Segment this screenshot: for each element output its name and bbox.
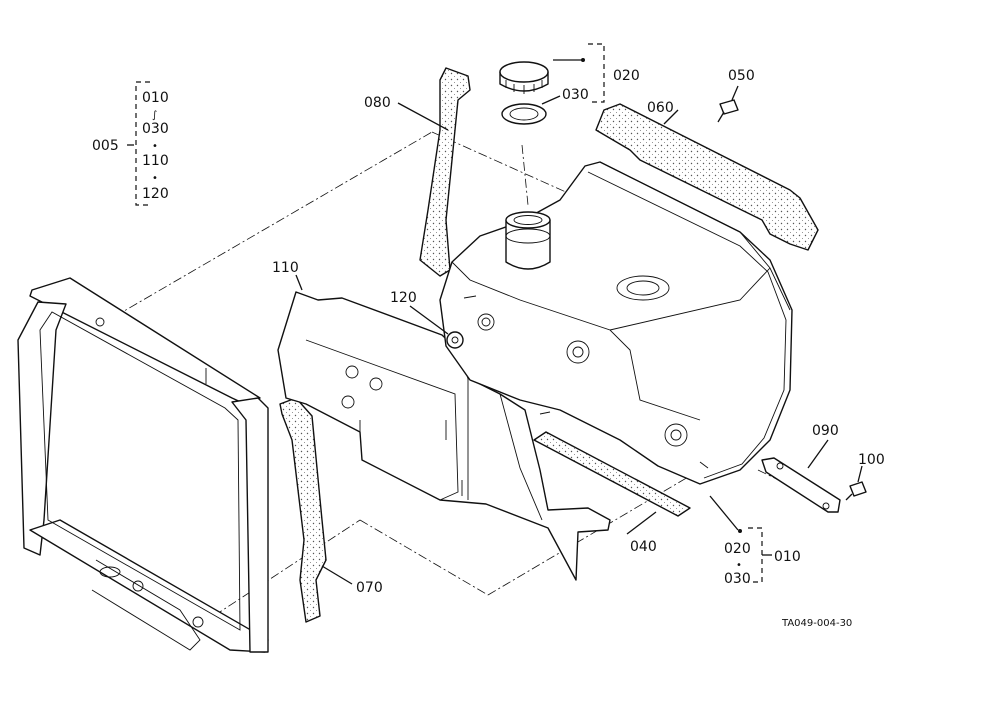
group-005-item-3: 110 bbox=[142, 153, 169, 169]
group-010-sep: • bbox=[736, 560, 742, 571]
label-110: 110 bbox=[272, 260, 299, 276]
group-005-sep-2: • bbox=[152, 141, 158, 152]
dot-020 bbox=[581, 58, 585, 62]
group-005-item-4: 120 bbox=[142, 186, 169, 202]
label-020-cap: 020 bbox=[613, 68, 640, 84]
label-060: 060 bbox=[647, 100, 674, 116]
part-100-bolt bbox=[845, 481, 867, 501]
label-050: 050 bbox=[728, 68, 755, 84]
group-020-bracket bbox=[588, 43, 605, 103]
part-090-band bbox=[761, 457, 841, 513]
part-040-rubber bbox=[533, 431, 691, 517]
part-080-seal bbox=[419, 67, 471, 277]
label-010: 010 bbox=[774, 549, 801, 565]
label-120: 120 bbox=[390, 290, 417, 306]
label-080: 080 bbox=[364, 95, 391, 111]
part-050-bolt bbox=[717, 99, 739, 123]
part-030-gasket bbox=[501, 103, 547, 125]
part-020-fuel-cap bbox=[499, 61, 549, 94]
part-070-seal bbox=[279, 397, 327, 623]
group-005-sep-3: • bbox=[152, 173, 158, 184]
group-010-bracket bbox=[748, 527, 763, 583]
group-005-bracket bbox=[135, 81, 150, 206]
fuel-neck bbox=[505, 211, 551, 270]
dot-020-bottom bbox=[738, 529, 742, 533]
part-120-nut bbox=[446, 331, 464, 349]
callout-lines bbox=[127, 59, 863, 585]
label-100: 100 bbox=[858, 452, 885, 468]
group-010-item-2: 030 bbox=[724, 571, 751, 587]
label-090: 090 bbox=[812, 423, 839, 439]
group-005-item-2: 030 bbox=[142, 121, 169, 137]
label-070: 070 bbox=[356, 580, 383, 596]
label-005: 005 bbox=[92, 138, 119, 154]
group-010-item-1: 020 bbox=[724, 541, 751, 557]
drawing-code: TA049-004-30 bbox=[781, 618, 852, 629]
radiator-frame bbox=[17, 277, 269, 653]
label-040: 040 bbox=[630, 539, 657, 555]
group-005-sep-1: ∫ bbox=[152, 110, 157, 121]
group-005-item-1: 010 bbox=[142, 90, 169, 106]
part-060-seal bbox=[595, 103, 819, 251]
label-030-gasket: 030 bbox=[562, 87, 589, 103]
